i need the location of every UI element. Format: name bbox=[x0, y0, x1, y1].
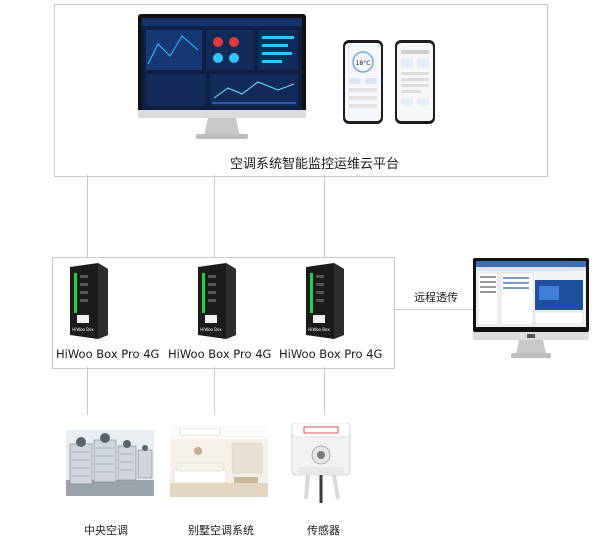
central-ac-image bbox=[66, 430, 154, 496]
device-connector-line-3 bbox=[324, 367, 325, 415]
cloud-platform-title: 空调系统智能监控运维云平台 bbox=[230, 157, 400, 172]
gateway-2-device-text: HiWoo Box bbox=[200, 327, 222, 332]
device-label-central-ac: 中央空调 bbox=[84, 524, 128, 537]
device-label-villa-ac: 别墅空调系统 bbox=[188, 524, 254, 537]
dashboard-monitor bbox=[138, 14, 306, 142]
gateway-3-device-text: HiWoo Box bbox=[308, 327, 330, 332]
gateway-device-1: HiWoo Box bbox=[68, 263, 110, 339]
gateway-label-1: HiWoo Box Pro 4G bbox=[56, 347, 160, 361]
remote-passthrough-label: 远程透传 bbox=[414, 291, 458, 304]
connector-line-2 bbox=[214, 175, 215, 257]
gateway-label-2: HiWoo Box Pro 4G bbox=[168, 347, 272, 361]
remote-connector-line bbox=[393, 309, 473, 310]
connector-line-3 bbox=[324, 175, 325, 257]
phone-app-1: 18°C bbox=[343, 40, 383, 124]
phone-app-2 bbox=[395, 40, 435, 124]
gateway-device-2: HiWoo Box bbox=[196, 263, 238, 339]
device-connector-line-1 bbox=[87, 367, 88, 415]
gateway-1-device-text: HiWoo Box bbox=[72, 327, 94, 332]
phone1-temperature-text: 18°C bbox=[356, 60, 371, 67]
device-label-sensor: 传感器 bbox=[307, 524, 340, 537]
remote-monitor bbox=[473, 258, 589, 360]
sensor-image bbox=[290, 423, 352, 509]
gateway-device-3: HiWoo Box bbox=[304, 263, 346, 339]
connector-line-1 bbox=[87, 175, 88, 257]
villa-ac-image bbox=[170, 425, 268, 497]
device-connector-line-2 bbox=[214, 367, 215, 415]
gateway-label-3: HiWoo Box Pro 4G bbox=[279, 347, 383, 361]
